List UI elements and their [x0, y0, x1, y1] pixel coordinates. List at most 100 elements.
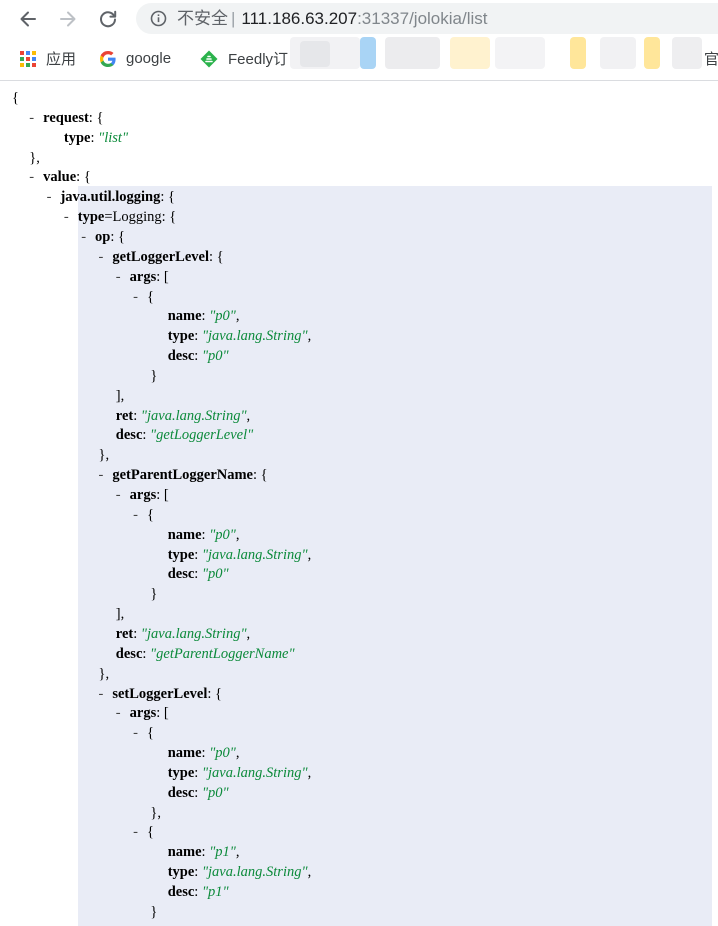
bookmark-google-label: google — [126, 50, 172, 67]
json-colon: : — [90, 129, 99, 146]
json-punctuation: : { — [88, 109, 104, 126]
json-key: desc — [167, 784, 195, 801]
feedly-icon — [200, 50, 218, 67]
json-key: java.util.logging — [60, 189, 161, 206]
json-line: type: "java.lang.String", — [168, 763, 312, 783]
json-colon: : — [201, 308, 210, 325]
json-string-value: "java.lang.String" — [201, 864, 308, 881]
json-line: -type=Logging: { — [64, 207, 176, 227]
json-string-value: "java.lang.String" — [201, 546, 308, 563]
collapse-toggle[interactable]: - — [133, 824, 138, 841]
json-line: -{ — [133, 723, 154, 743]
collapse-toggle[interactable]: - — [115, 268, 121, 285]
json-viewer: {-request: {type: "list"},-value: {-java… — [0, 81, 718, 926]
json-colon: : — [142, 427, 151, 444]
json-line: ], — [116, 386, 124, 406]
collapse-toggle[interactable]: - — [133, 725, 138, 742]
json-colon: : — [133, 625, 141, 642]
url-text[interactable]: 不安全|111.186.63.207:31337/jolokia/list — [177, 3, 488, 34]
info-icon[interactable] — [150, 10, 167, 27]
json-line: } — [150, 584, 157, 604]
collapse-toggle[interactable]: - — [29, 169, 35, 186]
json-line: ], — [116, 604, 124, 624]
json-colon: : — [194, 566, 202, 583]
json-line: -{ — [133, 822, 154, 842]
forward-button[interactable] — [55, 6, 81, 32]
json-key: name — [167, 745, 202, 762]
json-line: desc: "p1" — [168, 882, 229, 902]
json-key: args — [129, 487, 157, 503]
collapse-toggle[interactable]: - — [115, 487, 121, 503]
json-colon: : — [133, 407, 141, 424]
collapse-toggle[interactable]: - — [63, 209, 69, 226]
json-punctuation: , — [307, 864, 312, 881]
json-punctuation: } — [150, 586, 158, 603]
json-line: desc: "getLoggerLevel" — [116, 425, 253, 445]
hover-highlight — [78, 186, 712, 926]
json-line: name: "p0", — [168, 306, 240, 326]
collapse-toggle[interactable]: - — [46, 189, 52, 206]
json-string-value: "getLoggerLevel" — [150, 427, 254, 444]
json-line: }, — [99, 445, 110, 465]
json-string-value: "p0" — [201, 348, 229, 365]
json-line: -request: { — [29, 108, 103, 128]
json-punctuation: , — [246, 407, 251, 424]
json-string-value: "getParentLoggerName" — [150, 645, 295, 662]
json-key: type — [167, 864, 195, 881]
json-line: -{ — [133, 287, 154, 307]
json-punctuation: : { — [207, 685, 222, 702]
json-punctuation: }, — [98, 447, 110, 464]
bookmark-feedly[interactable]: Feedly订 — [199, 37, 288, 80]
json-string-value: "p0" — [209, 526, 236, 543]
bookmark-overflow-label: 官 — [704, 51, 718, 68]
collapse-toggle[interactable]: - — [133, 506, 138, 523]
reload-button[interactable] — [95, 6, 121, 32]
arrow-left-icon — [20, 11, 36, 27]
json-punctuation: : { — [110, 228, 125, 245]
collapse-toggle[interactable]: - — [81, 228, 87, 245]
json-line: -args: [ — [116, 485, 169, 505]
json-line: type: "java.lang.String", — [168, 545, 312, 565]
json-punctuation: : { — [208, 248, 224, 265]
json-line: name: "p1", — [168, 842, 240, 862]
json-key: name — [167, 308, 202, 325]
json-line: name: "p0", — [168, 743, 240, 763]
json-line: -value: { — [29, 167, 91, 187]
json-key: name — [167, 844, 202, 861]
collapse-toggle[interactable]: - — [133, 288, 138, 305]
collapse-toggle[interactable]: - — [98, 248, 104, 265]
json-punctuation: , — [307, 328, 312, 345]
json-line: -getLoggerLevel: { — [99, 247, 224, 267]
json-line: type: "java.lang.String", — [168, 326, 312, 346]
json-line: desc: "getParentLoggerName" — [116, 644, 295, 664]
json-punctuation: { — [12, 90, 19, 106]
bookmark-google[interactable]: google — [99, 37, 171, 80]
json-key: args — [129, 705, 157, 722]
json-string-value: "java.lang.String" — [140, 625, 247, 642]
json-colon: : — [142, 645, 151, 662]
back-button[interactable] — [15, 6, 41, 32]
json-key: ret — [115, 625, 134, 642]
json-punctuation: : { — [253, 467, 268, 484]
json-line: ret: "java.lang.String", — [116, 406, 250, 426]
json-colon: : — [194, 348, 202, 365]
json-string-value: "p0" — [209, 308, 236, 325]
collapse-toggle[interactable]: - — [29, 109, 35, 126]
json-string-value: "p0" — [201, 784, 229, 801]
json-string-value: "java.lang.String" — [201, 328, 308, 345]
json-colon: : — [194, 784, 202, 801]
json-punctuation: }, — [98, 665, 110, 682]
bookmark-apps[interactable]: 应用 — [19, 37, 76, 80]
json-key: type — [167, 328, 195, 345]
json-line: -{ — [133, 505, 154, 525]
json-line: }, — [29, 148, 40, 168]
collapse-toggle[interactable]: - — [98, 685, 104, 702]
bookmark-overflow[interactable]: 官 — [704, 37, 718, 80]
json-string-value: "p0" — [201, 566, 229, 583]
json-colon: : — [194, 328, 202, 345]
collapse-toggle[interactable]: - — [115, 705, 121, 722]
address-bar[interactable]: 不安全|111.186.63.207:31337/jolokia/list — [136, 3, 718, 34]
json-punctuation: } — [150, 903, 158, 920]
json-line: -args: [ — [116, 267, 169, 287]
collapse-toggle[interactable]: - — [98, 467, 104, 484]
